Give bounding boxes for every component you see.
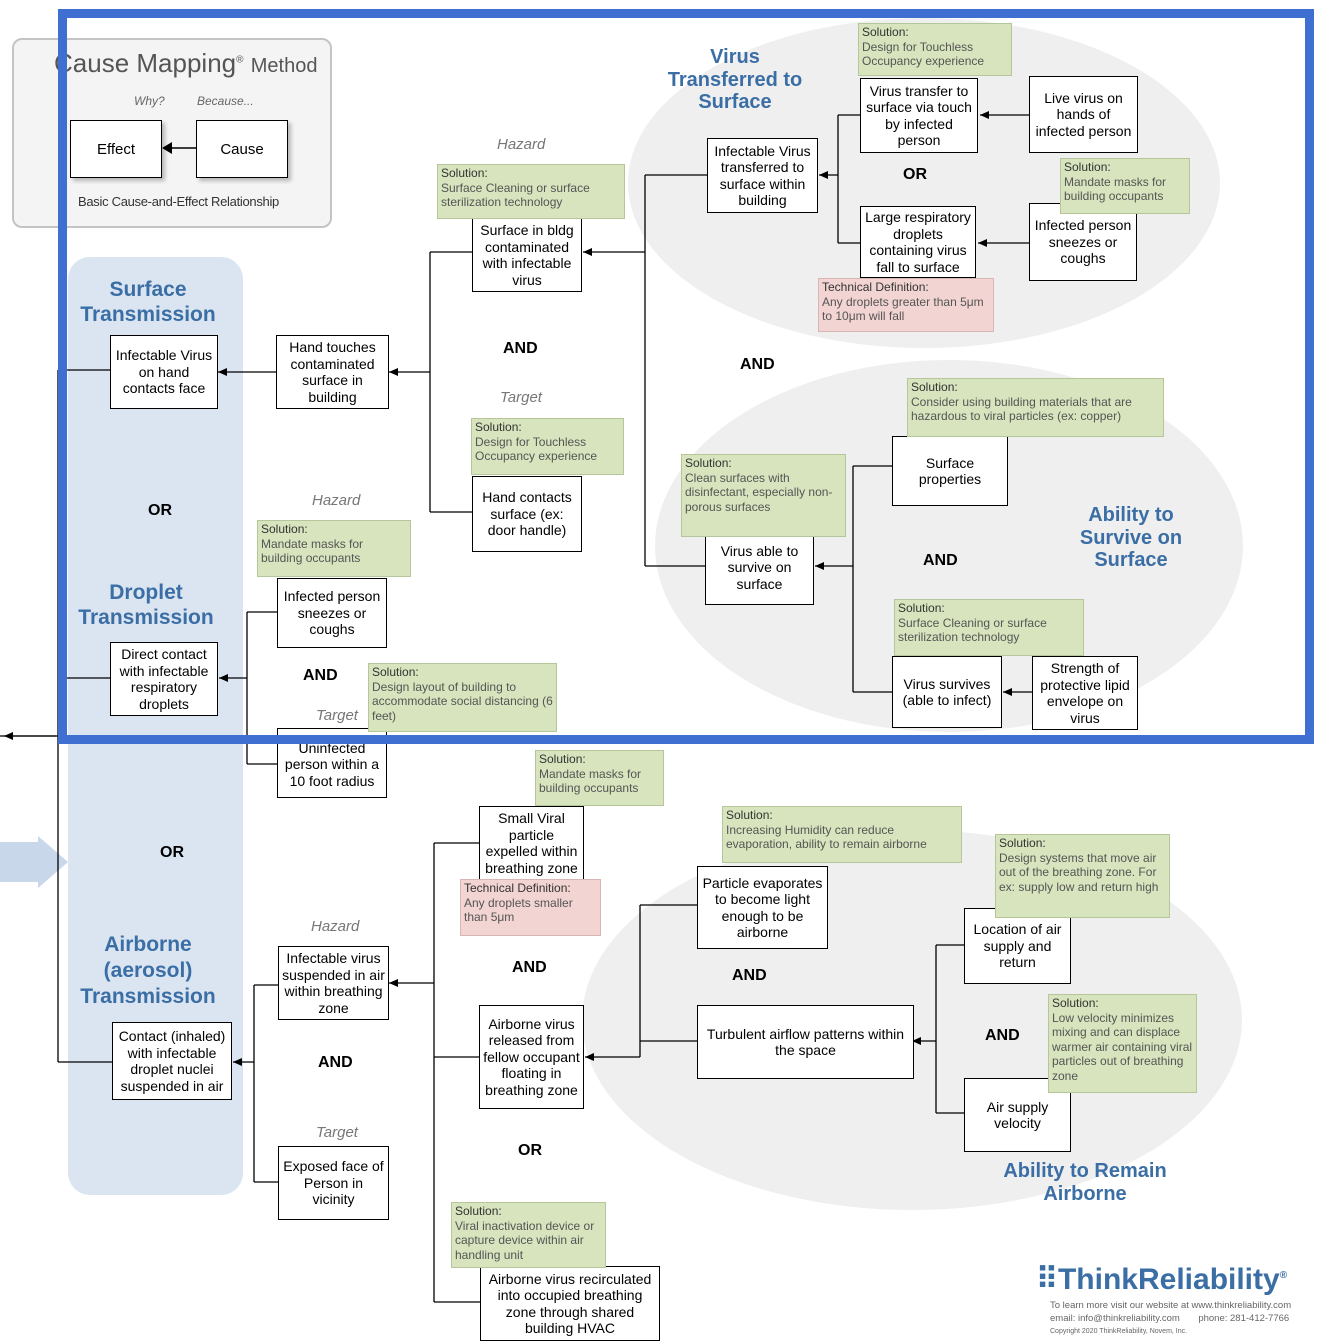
and-surface: AND bbox=[503, 340, 538, 357]
target-label-droplet: Target bbox=[316, 707, 358, 724]
title-ability-survive: Ability to Survive on Surface bbox=[1079, 504, 1183, 571]
solution-humidity: Solution:Increasing Humidity can reduce … bbox=[722, 806, 962, 863]
box-infectable-virus-hand: Infectable Virus on hand contacts face bbox=[110, 335, 218, 409]
solution-cleaning-top: Solution:Surface Cleaning or surface ste… bbox=[437, 164, 625, 219]
or-surface-droplet: OR bbox=[148, 502, 172, 519]
solution-masks-mid: Solution:Mandate masks for building occu… bbox=[257, 520, 411, 577]
target-label-surface: Target bbox=[500, 389, 542, 406]
legend-arrow bbox=[162, 142, 196, 154]
and-airborne: AND bbox=[318, 1054, 353, 1071]
big-arrow-head bbox=[38, 836, 68, 888]
box-location-air-supply: Location of air supply and return bbox=[964, 908, 1071, 984]
box-hand-contacts-surface: Hand contacts surface (ex: door handle) bbox=[472, 476, 582, 552]
box-lipid-envelope: Strength of protective lipid envelope on… bbox=[1032, 656, 1138, 730]
box-hand-touches: Hand touches contaminated surface in bui… bbox=[276, 335, 389, 409]
footer-contact: email: info@thinkreliability.com phone: … bbox=[1050, 1313, 1290, 1324]
box-contact-inhaled: Contact (inhaled) with infectable drople… bbox=[112, 1022, 232, 1100]
big-arrow bbox=[0, 842, 42, 882]
box-infectable-suspended: Infectable virus suspended in air within… bbox=[278, 946, 389, 1020]
footer-copyright: Copyright 2020 ThinkReliability, Novem, … bbox=[1050, 1328, 1188, 1335]
box-exposed-face: Exposed face of Person in vicinity bbox=[278, 1146, 389, 1220]
solution-masks-top: Solution:Mandate masks for building occu… bbox=[1060, 158, 1190, 214]
hazard-label-surface: Hazard bbox=[497, 136, 546, 153]
box-particle-evaporates: Particle evaporates to become light enou… bbox=[697, 866, 828, 949]
or-droplet-airborne: OR bbox=[160, 844, 184, 861]
solution-building-materials: Solution:Consider using building materia… bbox=[907, 378, 1164, 437]
legend-because: Because... bbox=[197, 94, 254, 108]
and-location: AND bbox=[985, 1027, 1020, 1044]
box-infectable-transferred: Infectable Virus transferred to surface … bbox=[707, 138, 818, 213]
solution-touchless-top: Solution:Design for Touchless Occupancy … bbox=[858, 23, 1012, 76]
and-aerosol: AND bbox=[512, 959, 547, 976]
and-droplet: AND bbox=[303, 667, 338, 684]
title-droplet-transmission: Droplet Transmission bbox=[78, 581, 214, 629]
box-infected-sneezes: Infected person sneezes or coughs bbox=[277, 578, 387, 648]
box-direct-contact: Direct contact with infectable respirato… bbox=[110, 642, 218, 716]
box-turbulent-airflow: Turbulent airflow patterns within the sp… bbox=[697, 1005, 914, 1079]
legend-why: Why? bbox=[134, 94, 165, 108]
title-surface-transmission: Surface Transmission bbox=[80, 278, 216, 326]
solution-low-velocity: Solution:Low velocity minimizes mixing a… bbox=[1048, 994, 1197, 1093]
box-large-droplets: Large respiratory droplets containing vi… bbox=[860, 206, 976, 278]
legend-cause-box: Cause bbox=[196, 120, 288, 178]
box-live-virus-hands: Live virus on hands of infected person bbox=[1029, 76, 1138, 153]
box-small-viral-particle: Small Viral particle expelled within bre… bbox=[479, 806, 584, 880]
legend-effect-box: Effect bbox=[70, 120, 162, 178]
title-airborne-transmission: Airborne (aerosol) Transmission bbox=[80, 933, 216, 1008]
logo-dots-icon: ⠿ bbox=[1036, 1263, 1058, 1296]
footer-website: To learn more visit our website at www.t… bbox=[1050, 1300, 1292, 1311]
box-virus-survives: Virus survives (able to infect) bbox=[892, 656, 1002, 728]
and-surface-survive: AND bbox=[740, 356, 775, 373]
technical-definition-smaller: Technical Definition:Any droplets smalle… bbox=[460, 879, 601, 936]
box-surface-contaminated: Surface in bldg contaminated with infect… bbox=[472, 218, 582, 292]
solution-masks-low: Solution:Mandate masks for building occu… bbox=[535, 750, 664, 806]
legend-title: Cause Mapping® Method bbox=[54, 48, 318, 78]
highlight-frame bbox=[58, 9, 1314, 744]
box-infected-sneezes-top: Infected person sneezes or coughs bbox=[1029, 203, 1137, 281]
and-evaporation: AND bbox=[732, 967, 767, 984]
box-surface-properties: Surface properties bbox=[892, 436, 1008, 506]
hazard-label-droplet: Hazard bbox=[312, 492, 361, 509]
solution-layout-distancing: Solution:Design layout of building to ac… bbox=[368, 663, 557, 732]
legend-caption: Basic Cause-and-Effect Relationship bbox=[78, 194, 279, 209]
technical-definition-droplets: Technical Definition:Any droplets greate… bbox=[818, 278, 994, 332]
or-transfer: OR bbox=[903, 166, 927, 183]
solution-design-systems: Solution:Design systems that move air ou… bbox=[995, 834, 1170, 918]
title-virus-transferred: Virus Transferred to Surface bbox=[667, 46, 803, 113]
and-survive: AND bbox=[923, 552, 958, 569]
hazard-label-airborne: Hazard bbox=[311, 918, 360, 935]
thinkreliability-logo: ⠿ThinkReliability® bbox=[1036, 1263, 1288, 1296]
title-ability-airborne: Ability to Remain Airborne bbox=[1003, 1160, 1167, 1205]
solution-touchless-mid: Solution:Design for Touchless Occupancy … bbox=[471, 418, 624, 475]
box-virus-able-survive: Virus able to survive on surface bbox=[705, 530, 814, 605]
box-recirculated-hvac: Airborne virus recirculated into occupie… bbox=[480, 1266, 660, 1341]
solution-clean-disinfect: Solution:Clean surfaces with disinfectan… bbox=[681, 454, 846, 537]
box-airborne-released: Airborne virus released from fellow occu… bbox=[479, 1005, 584, 1109]
solution-inactivation-device: Solution:Viral inactivation device or ca… bbox=[451, 1202, 606, 1268]
solution-cleaning-mid: Solution:Surface Cleaning or surface ste… bbox=[894, 599, 1084, 656]
box-transfer-via-touch: Virus transfer to surface via touch by i… bbox=[860, 78, 978, 153]
or-airborne-hvac: OR bbox=[518, 1142, 542, 1159]
target-label-airborne: Target bbox=[316, 1124, 358, 1141]
